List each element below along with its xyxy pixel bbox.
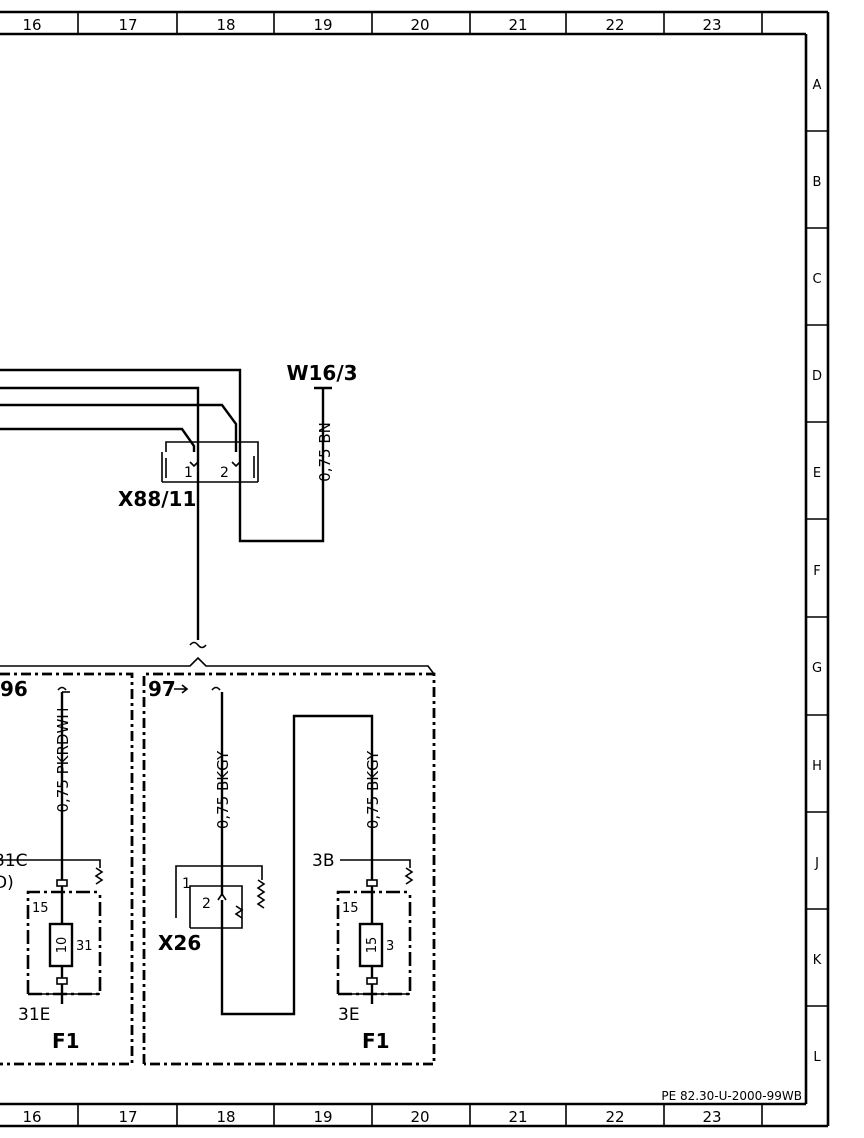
column-label-top: 21 [508,16,527,34]
fuse-pin-15: 15 [32,901,49,916]
reference-right: 97 [148,677,176,701]
column-label-bottom: 23 [702,1108,721,1126]
box-link-bracket [0,656,435,675]
row-label: D [812,369,822,384]
column-label-bottom: 16 [22,1108,41,1126]
connector-label: X26 [158,931,201,955]
row-label: B [813,175,822,190]
fuse-top-suffix: D) [0,873,14,893]
incoming-wire-bundle [0,368,325,640]
column-ticks-bottom [77,1104,763,1126]
row-label: F [813,564,820,579]
column-label-top: 23 [702,16,721,34]
row-label: K [813,953,822,968]
connector-pin-label: 1 [184,465,193,481]
row-label: L [813,1050,821,1065]
fuse-label: F1 [362,1029,390,1053]
row-label: C [812,272,821,287]
connector-pin-label: 2 [220,465,229,481]
wire-label-bkgy-2: 0,75 BKGY [364,750,382,829]
column-label-bottom: 22 [605,1108,624,1126]
wire-label-bn: 0,75 BN [316,422,334,482]
column-label-top: 22 [605,16,624,34]
column-label-top: 18 [216,16,235,34]
column-label-bottom: 21 [508,1108,527,1126]
fuse-bottom-pin: 3E [338,1005,360,1025]
fuse-rating: 15 [365,937,380,954]
drawing-frame [0,10,830,1128]
row-ticks [806,130,828,1007]
x26-wiring [175,686,374,1016]
fuse-number: 31 [76,939,93,954]
column-label-bottom: 17 [118,1108,137,1126]
column-label-bottom: 20 [410,1108,429,1126]
column-label-bottom: 18 [216,1108,235,1126]
fuse-box-right-outline [142,672,436,1066]
row-label: E [813,466,821,481]
fuse-left-wiring [0,686,104,1004]
fuse-pin-15: 15 [342,901,359,916]
reference-arrow-icon [174,684,189,694]
fuse-rating: 10 [55,937,70,954]
wire-label-pkrdwh: 0,75 PKRDWH [54,707,72,812]
column-label-top: 20 [410,16,429,34]
column-label-top: 16 [22,16,41,34]
column-label-top: 17 [118,16,137,34]
document-code: PE 82.30-U-2000-99WB [661,1089,802,1103]
wire-break-symbol [189,641,207,649]
row-label: G [812,661,822,676]
column-label-top: 19 [313,16,332,34]
connector-x88-11 [161,441,259,483]
connector-pin-label: 1 [182,876,191,892]
column-ticks-top [77,12,763,34]
row-label: A [813,78,822,93]
row-label: H [812,759,822,774]
column-label-bottom: 19 [313,1108,332,1126]
fuse-top-pin: 31C [0,851,28,871]
connector-pin-label: 2 [202,896,211,912]
ground-point-label: W16/3 [286,361,357,385]
fuse-box-left-outline [0,672,134,1066]
fuse-bottom-pin: 31E [18,1005,50,1025]
fuse-label: F1 [52,1029,80,1053]
fuse-top-pin: 3B [312,851,334,871]
fuse-number: 3 [386,939,394,954]
ground-point-w16-3 [314,386,332,415]
row-label: J [814,856,819,871]
fuse-right-wiring [336,859,414,1004]
reference-left: 96 [0,677,28,701]
wire-label-bkgy-1: 0,75 BKGY [214,750,232,829]
connector-label: X88/11 [118,487,196,511]
